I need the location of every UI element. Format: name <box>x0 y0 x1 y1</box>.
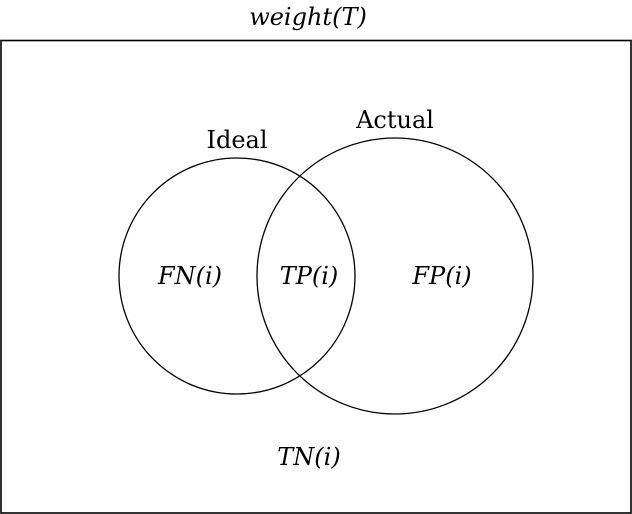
false-positive-label: FP(i) <box>412 262 472 290</box>
false-negative-label: FN(i) <box>157 262 223 290</box>
universe-rectangle <box>0 39 632 514</box>
actual-set-circle <box>256 137 534 415</box>
universe-title: weight(T) <box>249 3 367 31</box>
true-positive-label: TP(i) <box>279 262 339 290</box>
actual-set-label: Actual <box>356 106 434 134</box>
ideal-set-circle <box>118 157 356 395</box>
ideal-set-label: Ideal <box>206 126 268 154</box>
true-negative-label: TN(i) <box>277 443 341 471</box>
